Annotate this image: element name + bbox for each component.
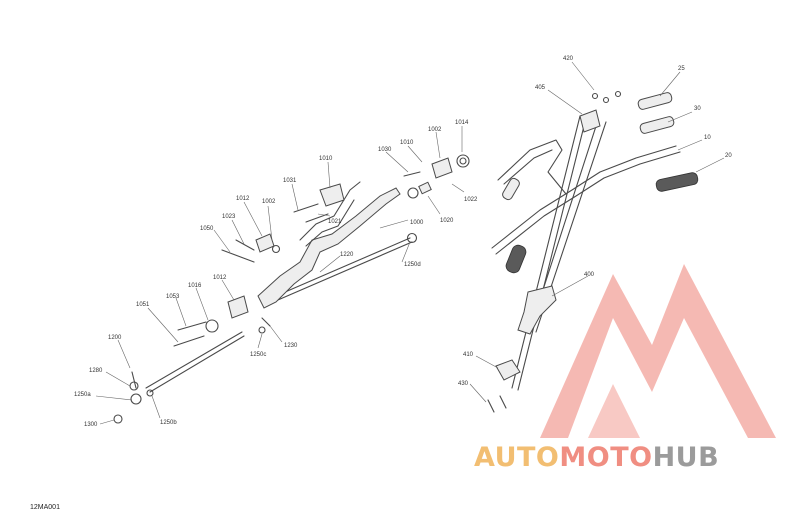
tilt-bracket-frame bbox=[257, 187, 401, 309]
grip-30 bbox=[639, 116, 675, 134]
bolt-1053 bbox=[177, 321, 207, 331]
callout-1031: 1031 bbox=[283, 178, 297, 184]
callout-1050: 1050 bbox=[200, 226, 214, 232]
callout-1016: 1016 bbox=[188, 283, 202, 289]
callout-405: 405 bbox=[535, 85, 546, 91]
callout-1020: 1020 bbox=[440, 218, 454, 224]
bolt-1051 bbox=[173, 335, 205, 347]
washer-1014-inner bbox=[459, 157, 467, 165]
callout-1250d: 1250d bbox=[404, 262, 421, 268]
callout-10: 10 bbox=[704, 135, 711, 141]
nut-1300 bbox=[113, 414, 123, 424]
callout-1230: 1230 bbox=[284, 343, 298, 349]
callout-1030: 1030 bbox=[378, 147, 392, 153]
callout-1023: 1023 bbox=[222, 214, 236, 220]
callout-1014: 1014 bbox=[455, 120, 469, 126]
callout-1021: 1021 bbox=[328, 219, 342, 225]
callout-1300: 1300 bbox=[84, 422, 98, 428]
clamp-1002 bbox=[431, 157, 453, 179]
bolt-1031 bbox=[293, 203, 319, 213]
callout-430: 430 bbox=[458, 381, 469, 387]
nut-1002-mid bbox=[271, 244, 281, 254]
lower-clamp-410 bbox=[495, 359, 521, 381]
grip-left bbox=[505, 244, 527, 274]
nut-1280 bbox=[129, 381, 139, 391]
clamp-1012-lower bbox=[227, 295, 249, 319]
bolt-1050 bbox=[221, 249, 255, 263]
drawing-code: 12MA001 bbox=[30, 504, 60, 511]
grip-20 bbox=[655, 172, 699, 192]
callout-25: 25 bbox=[678, 66, 685, 72]
callout-1010-b: 1010 bbox=[400, 140, 414, 146]
callout-labels: 420 405 25 30 10 20 1014 1002 1010 1030 … bbox=[74, 56, 732, 428]
tie-rod-middle bbox=[261, 237, 413, 307]
callout-1280: 1280 bbox=[89, 368, 103, 374]
bushing-1250c bbox=[258, 326, 266, 334]
bolt-1023 bbox=[235, 239, 255, 251]
callout-410: 410 bbox=[463, 352, 474, 358]
bolt-420-b bbox=[602, 96, 610, 104]
handlebar-assembly bbox=[487, 90, 699, 413]
callout-1010-a: 1010 bbox=[319, 156, 333, 162]
clamp-1012-upper bbox=[255, 233, 275, 253]
callout-1022: 1022 bbox=[464, 197, 478, 203]
callout-1051: 1051 bbox=[136, 302, 150, 308]
bolt-430-a bbox=[487, 399, 495, 413]
riser-bar bbox=[497, 139, 567, 195]
handlebar-clamp-405 bbox=[579, 109, 601, 133]
logo-text-hub: HUB bbox=[653, 442, 720, 473]
tilt-bracket-arm bbox=[299, 181, 361, 247]
rod-end-eye-a bbox=[130, 393, 142, 405]
leader-lines bbox=[95, 61, 725, 425]
bushing-1016 bbox=[205, 319, 219, 333]
rod-end-eye-b bbox=[406, 232, 418, 244]
bolt-420-a bbox=[591, 92, 599, 100]
automotohub-logo: AUTOMOTOHUB bbox=[474, 264, 776, 473]
callout-1000: 1000 bbox=[410, 220, 424, 226]
callout-1012-b: 1012 bbox=[213, 275, 227, 281]
callout-1012-a: 1012 bbox=[236, 196, 250, 202]
callout-1002-b: 1002 bbox=[262, 199, 276, 205]
callout-1250b: 1250b bbox=[160, 420, 177, 426]
callout-1200: 1200 bbox=[108, 335, 122, 341]
upper-clamp bbox=[319, 183, 345, 207]
callout-1220: 1220 bbox=[340, 252, 354, 258]
logo-text-auto: AUTO bbox=[474, 442, 559, 473]
callout-20: 20 bbox=[725, 153, 732, 159]
steering-column-guide bbox=[511, 115, 587, 391]
handlebar-tube bbox=[491, 145, 681, 255]
bushing-1010 bbox=[407, 187, 419, 199]
callout-420: 420 bbox=[563, 56, 574, 62]
steering-linkage-assembly bbox=[113, 154, 470, 424]
grip-end-left bbox=[502, 177, 520, 201]
tie-rod-lower bbox=[145, 331, 245, 393]
bolt-1200 bbox=[131, 371, 137, 389]
callout-30: 30 bbox=[694, 106, 701, 112]
logo-text-moto: MOTO bbox=[559, 442, 652, 473]
callout-1053: 1053 bbox=[166, 294, 180, 300]
logo-inner-g-mark bbox=[588, 384, 640, 438]
bolt-1230 bbox=[261, 317, 271, 327]
washer-1250b bbox=[146, 389, 154, 397]
callout-1002: 1002 bbox=[428, 127, 442, 133]
callout-1250c: 1250c bbox=[250, 352, 266, 358]
grip-25 bbox=[637, 92, 673, 110]
bolt-430-b bbox=[499, 395, 507, 409]
washer-1014 bbox=[456, 154, 470, 168]
logo-triangle-mark bbox=[540, 264, 776, 438]
spacer-1020 bbox=[418, 181, 432, 195]
steering-bracket-400 bbox=[517, 285, 557, 335]
bolt-420-c bbox=[614, 90, 622, 98]
callout-400: 400 bbox=[584, 272, 595, 278]
bolt-1030 bbox=[403, 171, 421, 177]
callout-1250a: 1250a bbox=[74, 392, 91, 398]
logo-text: AUTOMOTOHUB bbox=[474, 442, 719, 473]
